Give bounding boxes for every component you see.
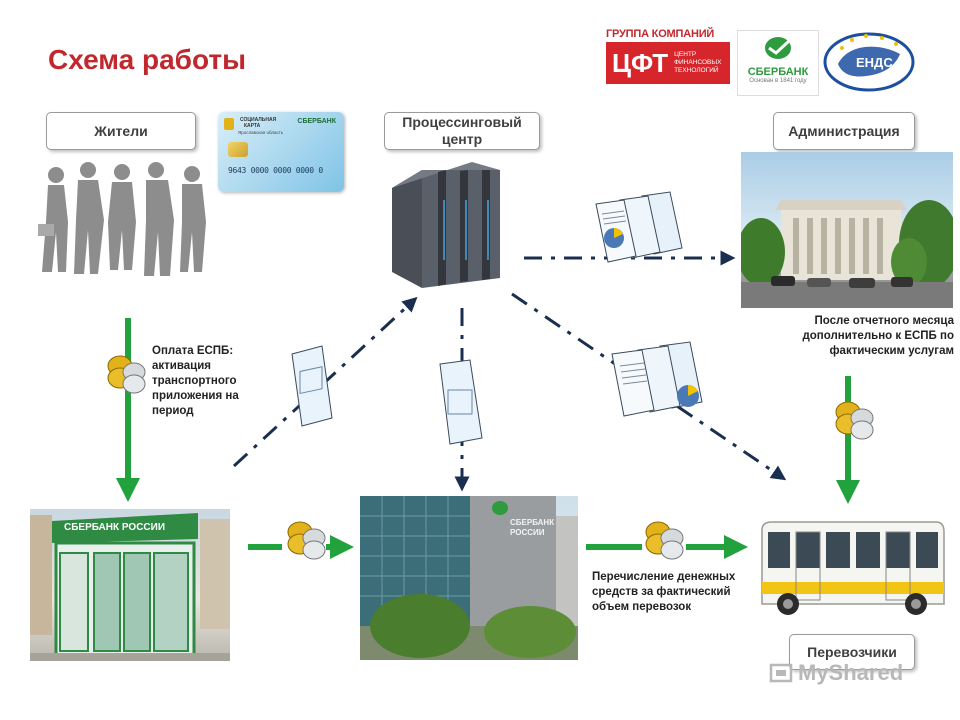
card-number: 9643 0000 0000 0000 0 [228, 166, 323, 175]
documents-stack-top-icon [595, 191, 683, 263]
server-rack-icon [392, 162, 500, 288]
sberbank-logo-text: СБЕРБАНК [747, 66, 809, 78]
kiosk-sign-text: СБЕРБАНК РОССИИ [64, 522, 166, 533]
spreadsheet-document-center-icon [439, 359, 483, 445]
documents-stack-bottom-icon [611, 341, 703, 417]
card-bank-name: СБЕРБАНК [297, 118, 336, 125]
payment-note: Оплата ЕСПБ: активация транспортного при… [152, 345, 239, 417]
sberbank-building-photo: СБЕРБАНК РОССИИ [360, 496, 578, 660]
cft-logo-main-text: ЦФТ [612, 48, 669, 78]
coins-icon-kiosk [287, 521, 326, 560]
cft-logo-top-text: ГРУППА КОМПАНИЙ [606, 28, 715, 40]
administration-building-photo [741, 152, 953, 308]
sberbank-emblem-icon [765, 37, 791, 59]
sberbank-logo: СБЕРБАНК Основан в 1841 году [737, 30, 819, 96]
ends-logo-text: ЕНДС [856, 55, 893, 70]
people-silhouettes-icon [38, 162, 206, 276]
coins-icon-bank [645, 521, 684, 560]
coins-icon-residents [107, 355, 146, 394]
watermark-text: MyShared [798, 660, 904, 685]
processing-center-label: Процессинговый центр [384, 112, 540, 150]
spreadsheet-document-left-icon [291, 345, 333, 427]
administration-label: Администрация [773, 112, 915, 150]
carriers-label: Перевозчики [789, 634, 915, 670]
building-sign-text: СБЕРБАНК РОССИИ [510, 518, 555, 537]
card-emblem-icon [224, 118, 234, 130]
sberbank-logo-sub: Основан в 1841 году [749, 78, 807, 84]
card-chip-icon [228, 142, 248, 157]
page-title: Схема работы [48, 44, 246, 75]
sberbank-kiosk-photo: СБЕРБАНК РОССИИ [30, 509, 230, 661]
bus-image [761, 521, 945, 615]
cft-logo-sub-text: ЦЕНТР ФИНАНСОВЫХ ТЕХНОЛОГИЙ [674, 51, 722, 74]
card-type-line2: КАРТА [244, 123, 261, 129]
residents-label: Жители [46, 112, 196, 150]
ends-logo: ЕНДС [822, 30, 916, 94]
coins-icon-admin [835, 401, 874, 440]
card-region: Ярославская область [238, 130, 284, 135]
card-type-line1: СОЦИАЛЬНАЯ [240, 117, 277, 123]
transfer-note: Перечисление денежных средств за фактиче… [592, 571, 736, 613]
after-month-note: После отчетного месяца дополнительно к Е… [802, 315, 954, 357]
ends-emblem-icon [823, 32, 915, 92]
watermark: MyShared [768, 660, 903, 686]
cft-logo: ГРУППА КОМПАНИЙ ЦФТ ЦЕНТР ФИНАНСОВЫХ ТЕХ… [606, 28, 730, 90]
watermark-logo-icon [769, 663, 793, 683]
social-card: СОЦИАЛЬНАЯ КАРТА Ярославская область СБЕ… [218, 112, 344, 192]
